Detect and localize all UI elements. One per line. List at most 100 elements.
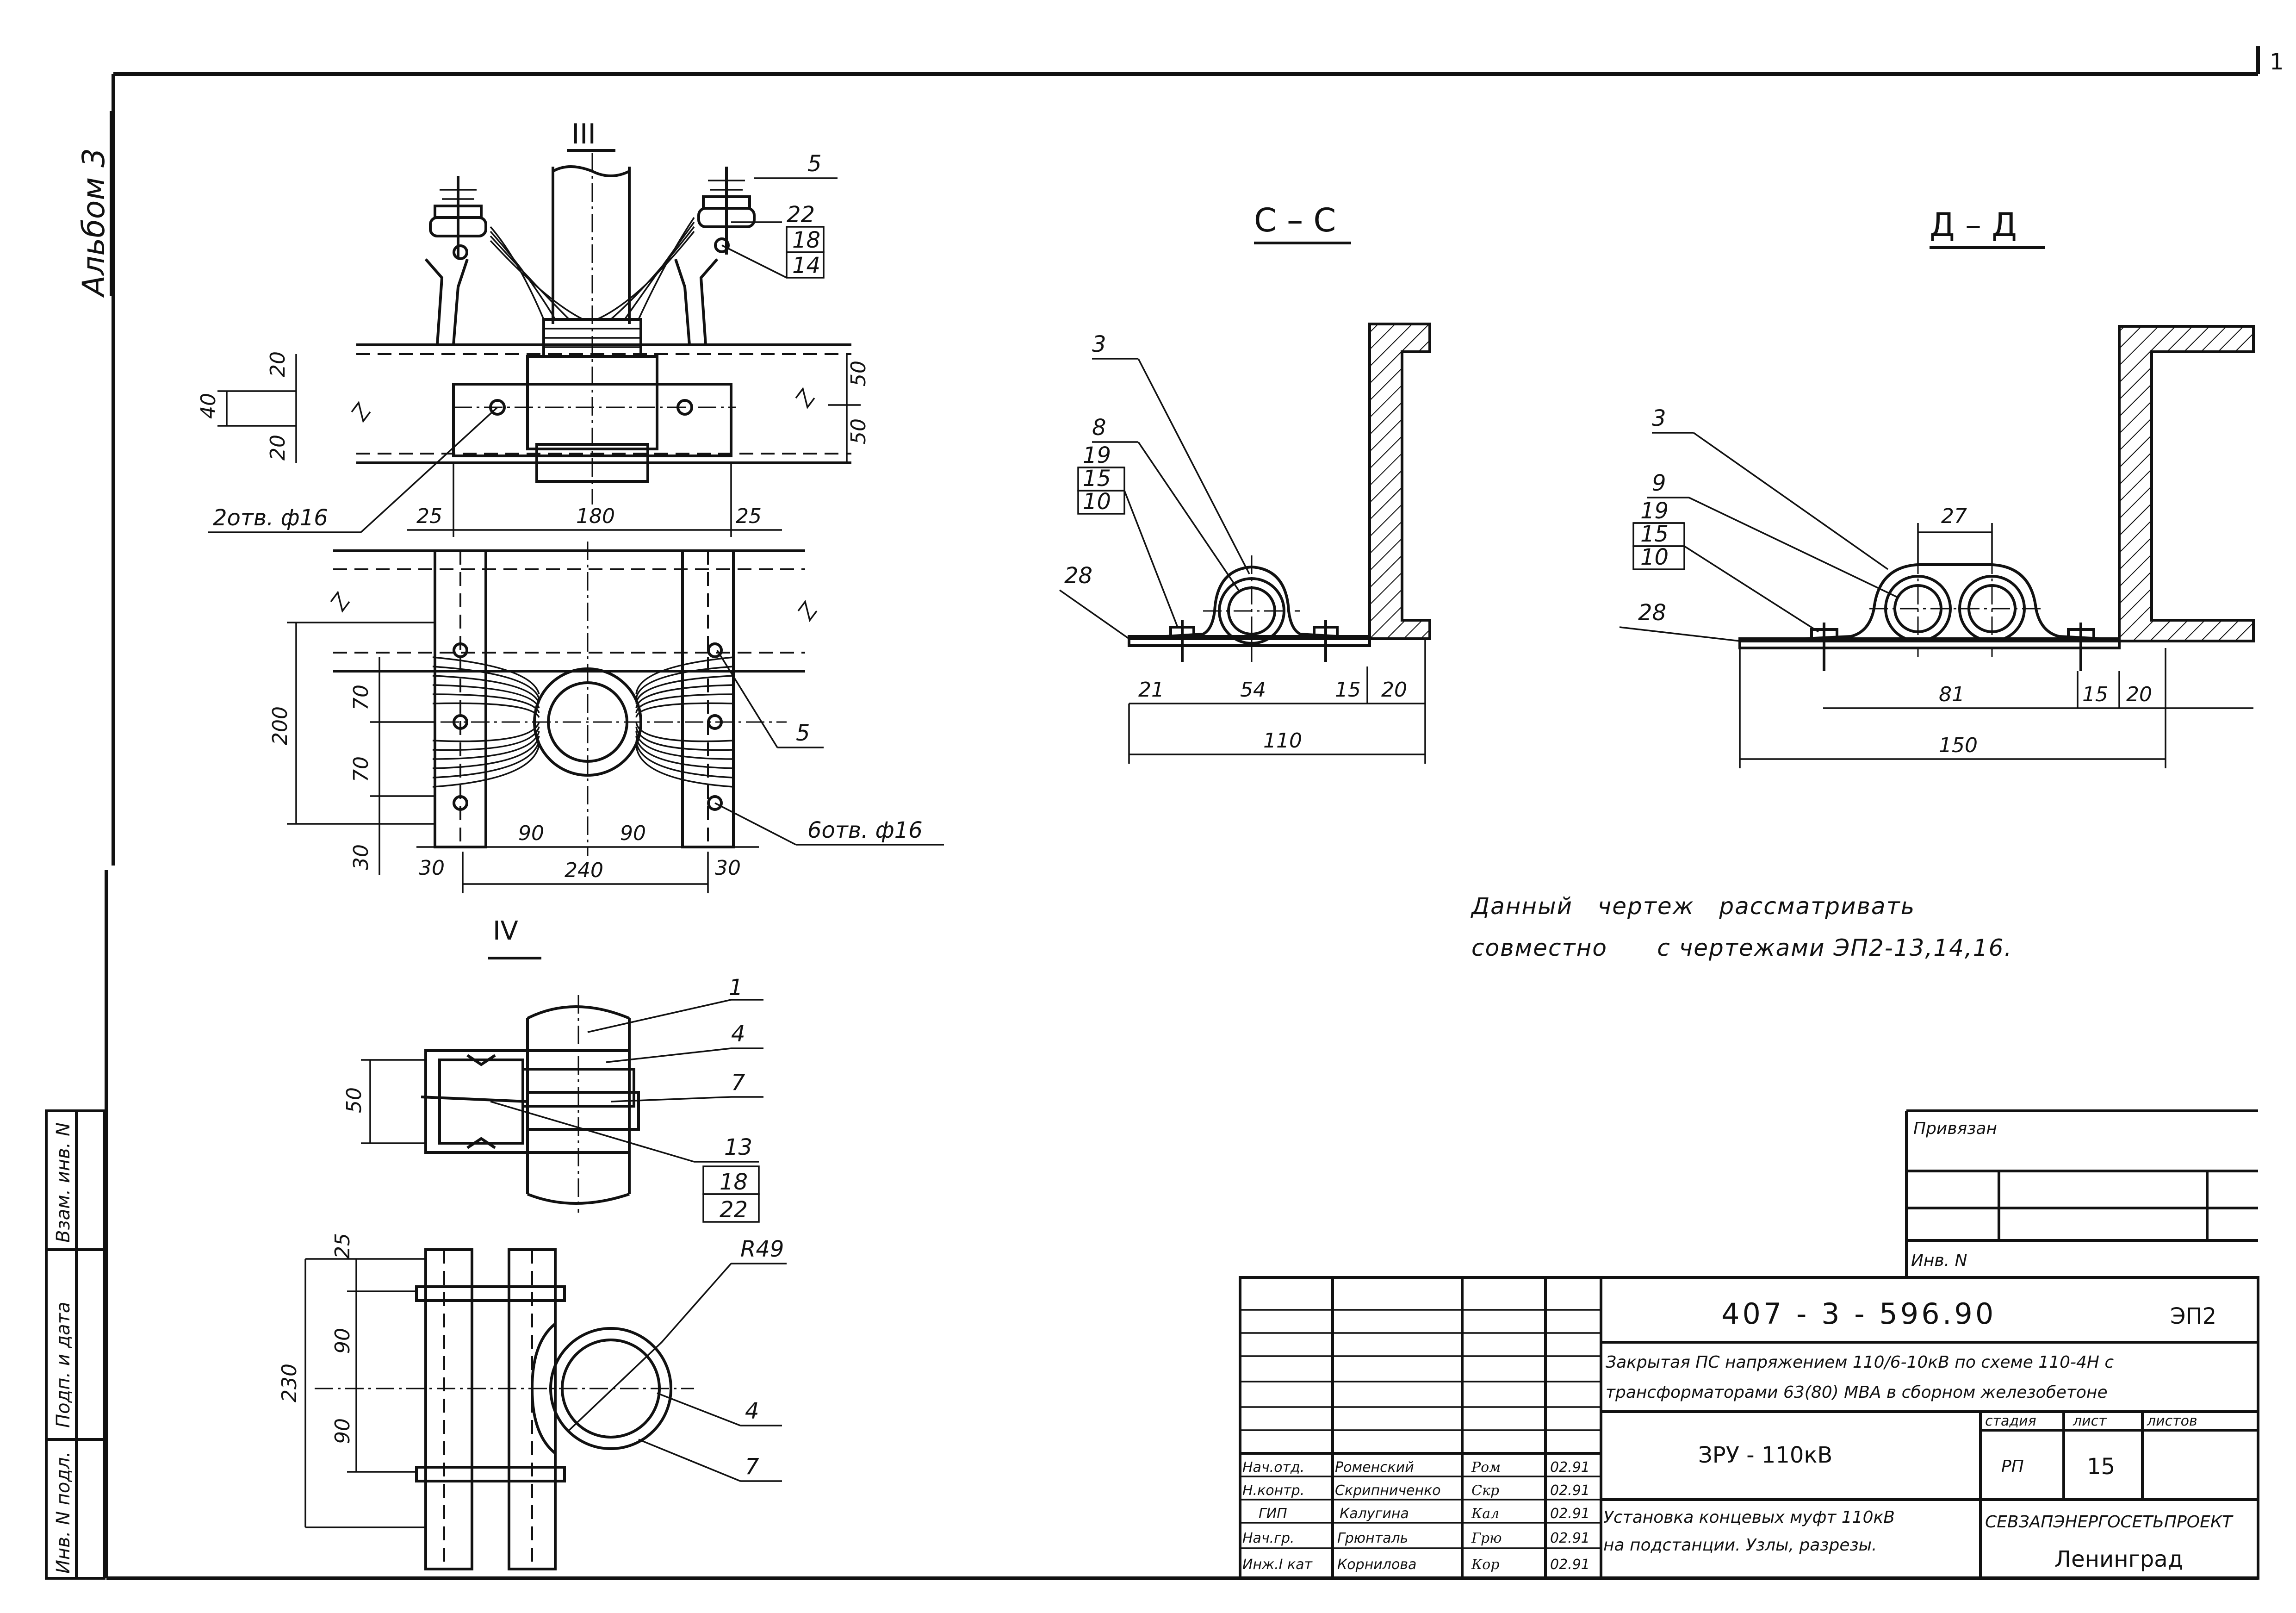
person-name: Грюнталь bbox=[1337, 1530, 1408, 1546]
dim-DD-150: 150 bbox=[1939, 734, 1978, 757]
dim-DD-27: 27 bbox=[1941, 504, 1967, 528]
sheets-header: листов bbox=[2147, 1413, 2197, 1429]
label-DD-3: 3 bbox=[1652, 405, 1666, 431]
dim-III-30b: 30 bbox=[419, 856, 445, 880]
label-CC-8: 8 bbox=[1092, 415, 1106, 441]
binding-inv: Инв. N bbox=[1911, 1251, 1967, 1270]
cable-bundle bbox=[432, 656, 734, 788]
dim-III-30c: 30 bbox=[715, 856, 741, 880]
label-DD-9: 9 bbox=[1652, 470, 1666, 496]
people-row-3: ГИП Калугина Кал 02.91 bbox=[1259, 1506, 1590, 1522]
dim-III-70a: 70 bbox=[349, 685, 373, 710]
sheet-frame bbox=[105, 46, 2260, 1580]
building-name: ЗРУ - 110кВ bbox=[1698, 1442, 1832, 1468]
dim-III-30a: 30 bbox=[349, 844, 373, 870]
label-part-18: 18 bbox=[792, 227, 820, 253]
label-DD-10: 10 bbox=[1640, 544, 1669, 570]
cable-strands-III bbox=[490, 217, 695, 320]
person-signature: Ром bbox=[1471, 1459, 1501, 1476]
drawing-line-2: на подстанции. Узлы, разрезы. bbox=[1603, 1536, 1877, 1555]
dim-III-200: 200 bbox=[268, 706, 292, 745]
person-date: 02.91 bbox=[1550, 1482, 1590, 1499]
person-role: Нач.гр. bbox=[1242, 1530, 1295, 1546]
label-radius-49: R49 bbox=[740, 1236, 784, 1262]
person-name: Корнилова bbox=[1337, 1557, 1416, 1573]
org-line-1: СЕВЗАПЭНЕРГОСЕТЬПРОЕКТ bbox=[1985, 1513, 2234, 1532]
person-signature: Кор bbox=[1471, 1557, 1499, 1573]
dim-CC-21: 21 bbox=[1138, 678, 1164, 702]
label-part-7-IV: 7 bbox=[731, 1070, 745, 1096]
dim-III-90b: 90 bbox=[620, 822, 646, 845]
stage-header: стадия bbox=[1985, 1413, 2036, 1429]
sheet-corner-number: 1 bbox=[2270, 49, 2284, 75]
title-block: 407 - 3 - 596.90 ЭП2 Закрытая ПС напряже… bbox=[1239, 1276, 2259, 1580]
side-stamp: Взам. инв. N Подп. и дата Инв. N подл. bbox=[45, 1109, 105, 1580]
note-line-2: совместно с чертежами ЭП2-13,14,16. bbox=[1471, 934, 2012, 961]
label-DD-19: 19 bbox=[1640, 498, 1669, 524]
drawing-line-1: Установка концевых муфт 110кВ bbox=[1603, 1508, 1895, 1527]
stage-value: РП bbox=[2001, 1457, 2024, 1476]
doc-code: ЭП2 bbox=[2170, 1303, 2216, 1329]
person-signature: Скр bbox=[1471, 1482, 1499, 1499]
person-date: 02.91 bbox=[1550, 1506, 1590, 1522]
project-line-1: Закрытая ПС напряжением 110/6-10кВ по сх… bbox=[1606, 1353, 2114, 1372]
person-date: 02.91 bbox=[1550, 1530, 1590, 1546]
section-CC: С – С 3 8 19 15 10 28 21 bbox=[1059, 201, 1431, 764]
org-line-2: Ленинград bbox=[2054, 1546, 2183, 1572]
people-row-5: Инж.I кат Корнилова Кор 02.91 bbox=[1242, 1557, 1590, 1573]
label-part-18-IV: 18 bbox=[720, 1169, 748, 1195]
person-signature: Грю bbox=[1471, 1530, 1502, 1546]
dim-III-180: 180 bbox=[576, 504, 615, 528]
binding-title: Привязан bbox=[1913, 1119, 1997, 1138]
project-line-2: трансформаторами 63(80) МВА в сборном же… bbox=[1606, 1383, 2108, 1402]
view-IV-title: IV bbox=[493, 916, 518, 946]
label-part-22-IV: 22 bbox=[720, 1197, 748, 1223]
dim-III-70b: 70 bbox=[349, 756, 373, 782]
dim-IV-25: 25 bbox=[331, 1233, 354, 1259]
section-DD: Д – Д 27 3 9 19 15 10 28 bbox=[1619, 206, 2255, 768]
view-III: III bbox=[197, 118, 870, 537]
label-CC-15: 15 bbox=[1083, 466, 1111, 492]
dim-CC-110: 110 bbox=[1263, 729, 1302, 753]
person-date: 02.91 bbox=[1550, 1557, 1590, 1573]
label-CC-28: 28 bbox=[1064, 563, 1092, 589]
section-CC-title: С – С bbox=[1254, 201, 1336, 239]
dim-CC-15: 15 bbox=[1335, 678, 1361, 702]
label-CC-10: 10 bbox=[1083, 489, 1111, 515]
side-stamp-field-3: Инв. N подл. bbox=[53, 1451, 74, 1574]
dim-III-20a: 20 bbox=[266, 351, 290, 377]
section-DD-title: Д – Д bbox=[1930, 206, 2017, 244]
label-part-13: 13 bbox=[724, 1134, 752, 1160]
label-part-5-plan: 5 bbox=[796, 720, 810, 746]
doc-number: 407 - 3 - 596.90 bbox=[1721, 1297, 1996, 1331]
note-line-1: Данный чертеж рассматривать bbox=[1471, 893, 1915, 920]
dim-III-25a: 25 bbox=[416, 504, 442, 528]
person-date: 02.91 bbox=[1550, 1459, 1590, 1476]
view-IV: IV 50 1 4 7 13 18 22 bbox=[278, 916, 787, 1570]
label-part-22: 22 bbox=[787, 202, 815, 228]
dim-III-50a: 50 bbox=[847, 361, 870, 386]
view-III-title: III bbox=[571, 118, 596, 150]
person-name: Роменский bbox=[1335, 1459, 1414, 1476]
dim-DD-20: 20 bbox=[2126, 683, 2152, 706]
label-part-14: 14 bbox=[792, 253, 820, 279]
dim-CC-54: 54 bbox=[1240, 678, 1266, 702]
person-name: Скрипниченко bbox=[1335, 1482, 1441, 1499]
dim-CC-20: 20 bbox=[1381, 678, 1407, 702]
dim-DD-81: 81 bbox=[1939, 683, 1965, 706]
dim-IV-90a: 90 bbox=[331, 1328, 354, 1354]
person-role: Нач.отд. bbox=[1242, 1459, 1304, 1476]
dim-III-25b: 25 bbox=[736, 504, 762, 528]
people-row-1: Нач.отд. Роменский Ром 02.91 bbox=[1242, 1459, 1590, 1476]
insulator-right bbox=[697, 167, 756, 255]
dim-IV-90b: 90 bbox=[331, 1418, 354, 1444]
sheet-value: 15 bbox=[2087, 1454, 2115, 1480]
side-stamp-field-2: Подп. и дата bbox=[53, 1302, 74, 1428]
side-stamp-field-1: Взам. инв. N bbox=[53, 1122, 74, 1243]
label-DD-15: 15 bbox=[1640, 521, 1669, 547]
dim-IV-230: 230 bbox=[278, 1364, 301, 1402]
person-name: Калугина bbox=[1340, 1506, 1409, 1522]
person-role: Инж.I кат bbox=[1242, 1557, 1313, 1573]
people-row-4: Нач.гр. Грюнталь Грю 02.91 bbox=[1242, 1530, 1590, 1546]
